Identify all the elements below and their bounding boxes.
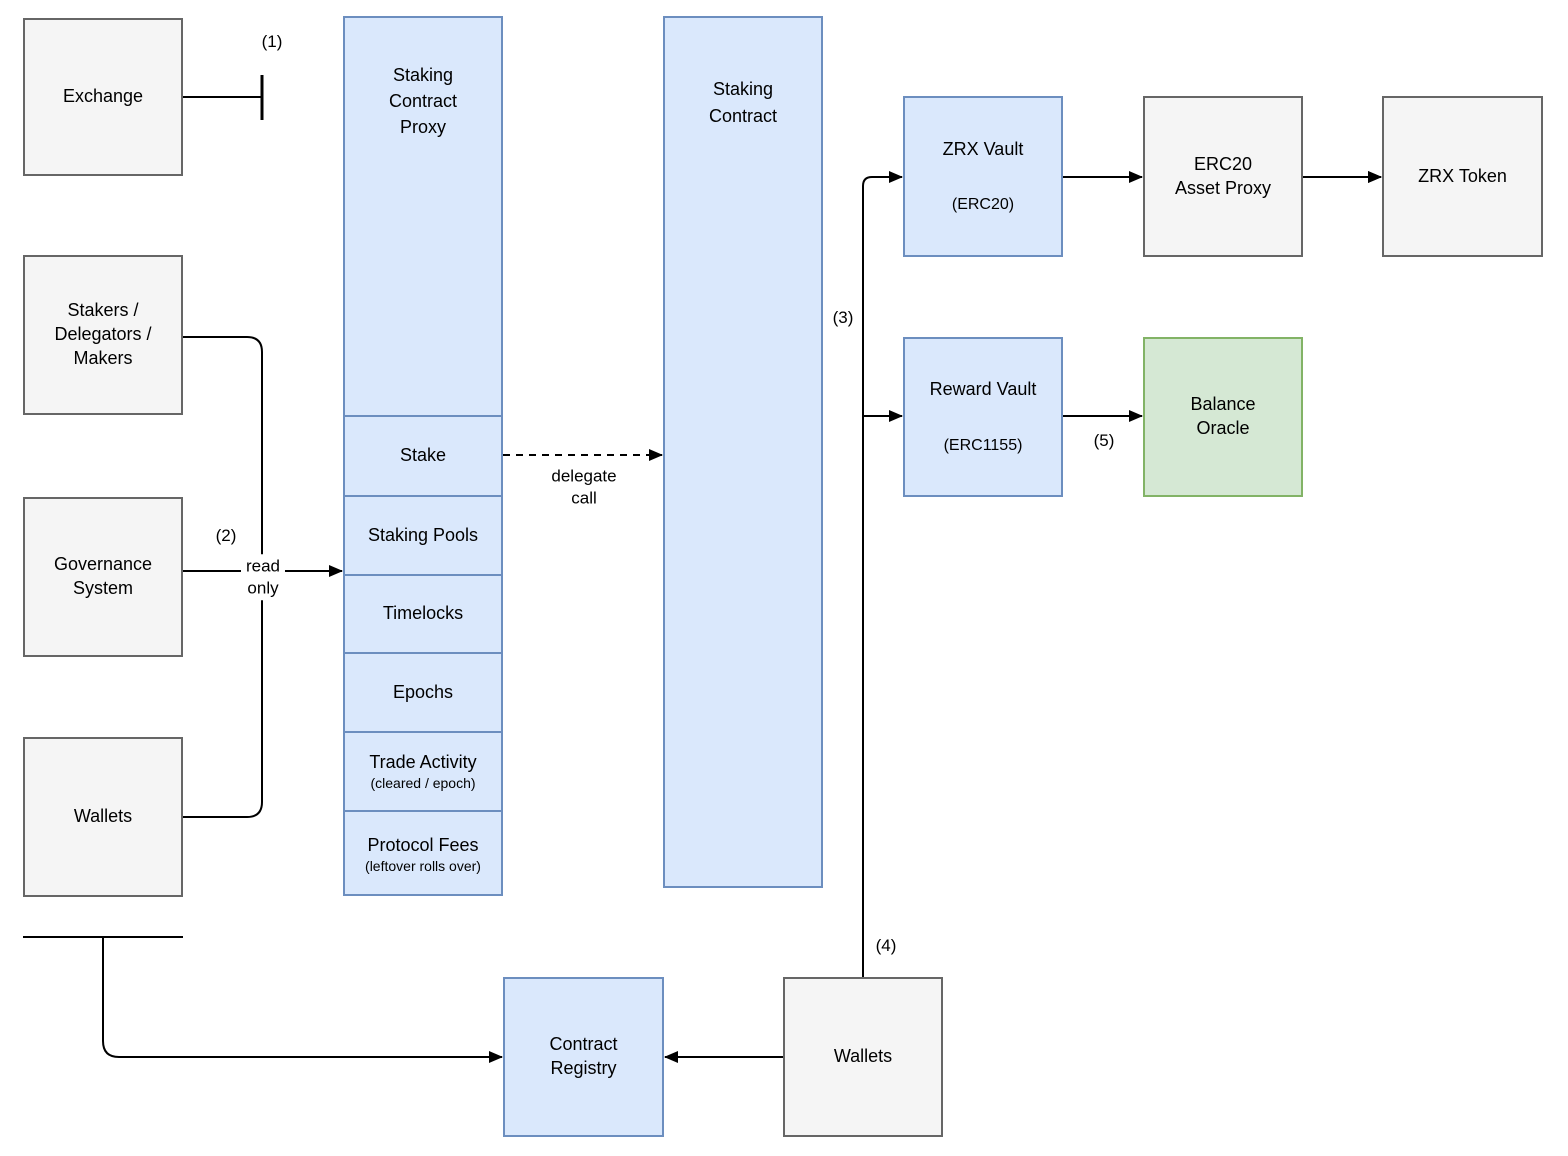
contract-registry-label: Contract Registry (549, 1034, 618, 1078)
exchange-label: Exchange (62, 86, 144, 107)
contract-registry-node: Contract Registry (503, 977, 664, 1137)
balance-oracle-label: Balance Oracle (1190, 394, 1256, 438)
edge-label-step1: (1) (261, 32, 283, 52)
governance-label: Governance System (53, 554, 153, 598)
stake-label: Stake (399, 445, 447, 466)
proxy-section-trade-activity: Trade Activity (cleared / epoch) (345, 731, 501, 810)
staking-pools-label: Staking Pools (367, 524, 479, 545)
edge-label-read-only: read only (240, 554, 286, 600)
timelocks-label: Timelocks (382, 603, 464, 624)
reward-vault-node: Reward Vault (ERC1155) (903, 337, 1063, 497)
staking-contract-proxy-node: Staking Contract Proxy Stake Staking Poo… (343, 16, 503, 896)
wallets-left-label: Wallets (73, 806, 133, 827)
edge-label-step4: (4) (875, 936, 897, 956)
reward-vault-label: Reward Vault (929, 379, 1037, 400)
staking-contract-label: Staking Contract (708, 79, 778, 126)
edge-label-delegate-call: delegate call (551, 466, 617, 507)
zrx-token-label: ZRX Token (1418, 165, 1507, 186)
wallets-left-node: Wallets (23, 737, 183, 897)
protocol-fees-label: Protocol Fees (367, 835, 479, 856)
staking-contract-proxy-title: Staking Contract Proxy (388, 65, 458, 138)
balance-oracle-node: Balance Oracle (1143, 337, 1303, 497)
zrx-vault-sublabel: (ERC20) (951, 196, 1015, 214)
reward-vault-sublabel: (ERC1155) (943, 436, 1023, 454)
proxy-section-epochs: Epochs (345, 652, 501, 731)
epochs-label: Epochs (392, 681, 454, 702)
wallets-bottom-node: Wallets (783, 977, 943, 1137)
exchange-node: Exchange (23, 18, 183, 176)
stakers-label: Stakers / Delegators / Makers (54, 300, 152, 368)
proxy-section-timelocks: Timelocks (345, 574, 501, 652)
protocol-fees-sublabel: (leftover rolls over) (365, 858, 481, 875)
edge-right-trunk-arrow (862, 171, 903, 977)
zrx-vault-node: ZRX Vault (ERC20) (903, 96, 1063, 257)
edge-bottom-route-arrow (102, 937, 503, 1063)
edge-label-step2: (2) (215, 526, 237, 546)
wallets-bottom-label: Wallets (833, 1046, 893, 1067)
erc20-asset-proxy-node: ERC20 Asset Proxy (1143, 96, 1303, 257)
edge-label-step3: (3) (832, 308, 854, 328)
erc20-asset-proxy-label: ERC20 Asset Proxy (1174, 153, 1272, 198)
trade-activity-sublabel: (cleared / epoch) (370, 774, 476, 791)
proxy-section-stake: Stake (345, 415, 501, 495)
stakers-node: Stakers / Delegators / Makers (23, 255, 183, 415)
zrx-vault-label: ZRX Vault (942, 138, 1024, 159)
proxy-section-protocol-fees: Protocol Fees (leftover rolls over) (345, 810, 501, 898)
zrx-token-node: ZRX Token (1382, 96, 1543, 257)
trade-activity-label: Trade Activity (369, 751, 477, 772)
proxy-section-staking-pools: Staking Pools (345, 495, 501, 574)
staking-contract-node: Staking Contract (663, 16, 823, 888)
governance-node: Governance System (23, 497, 183, 657)
edge-label-step5: (5) (1093, 431, 1115, 451)
